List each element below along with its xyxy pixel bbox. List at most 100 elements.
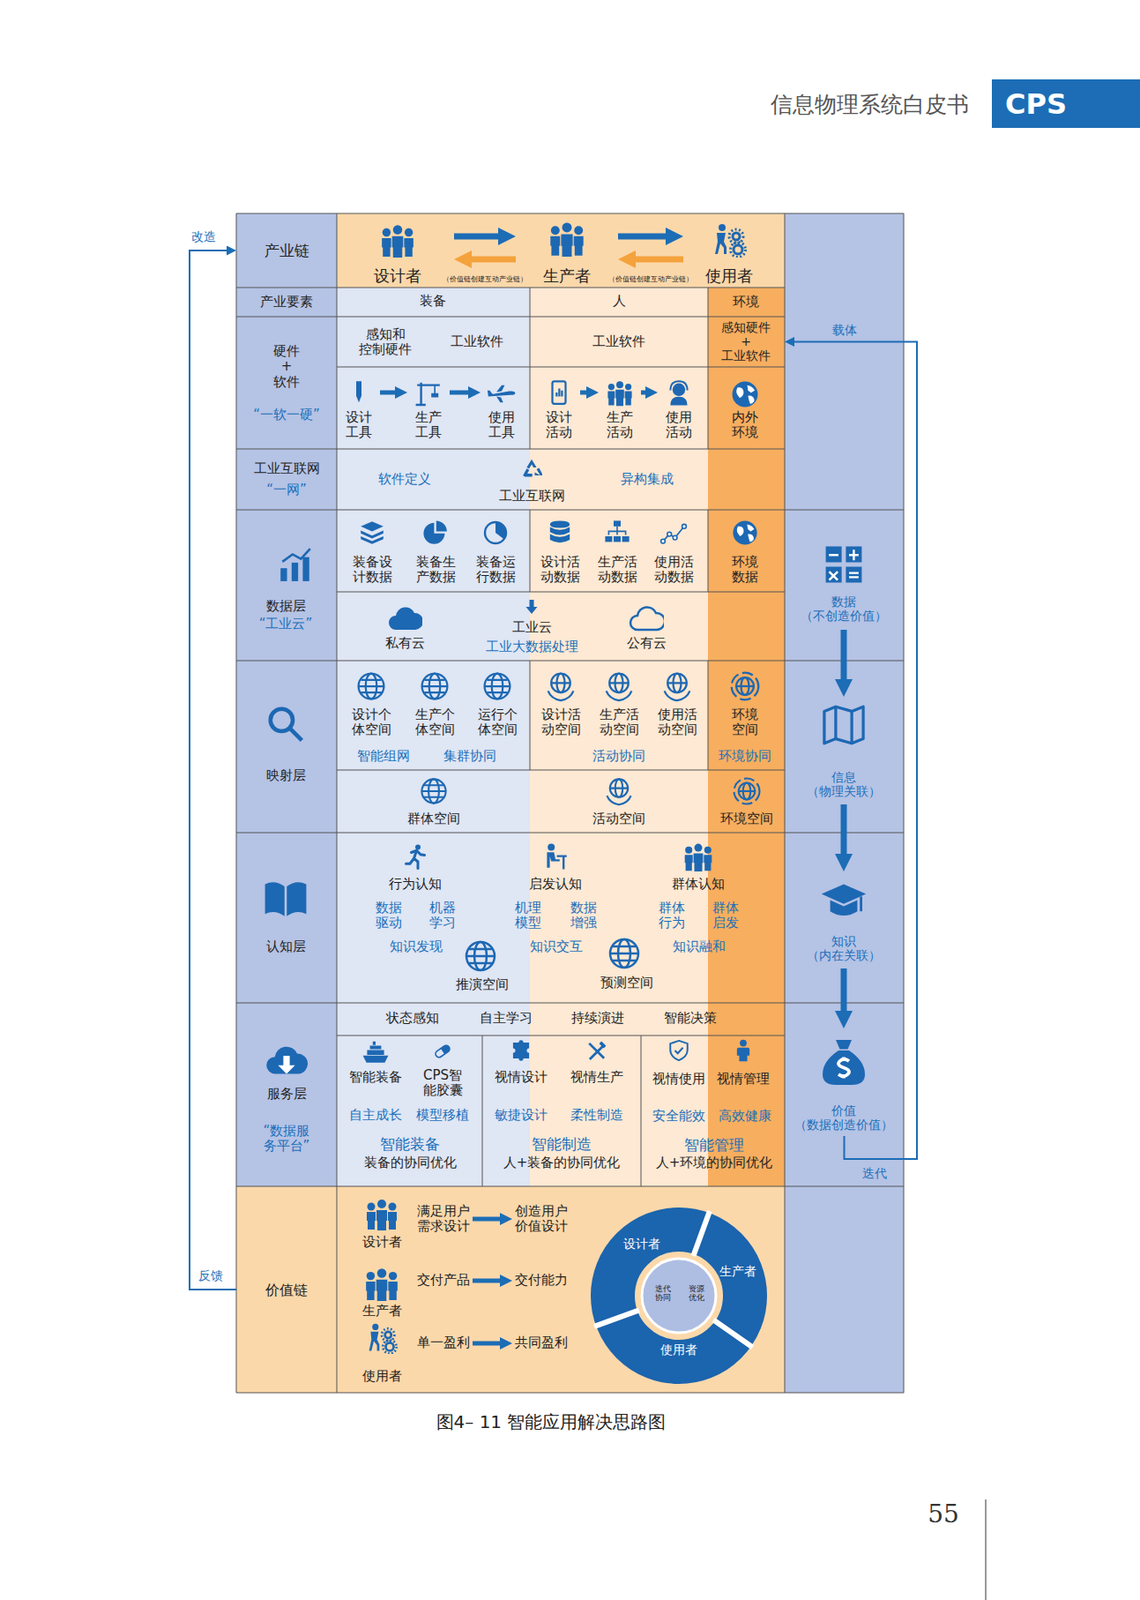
recycle-icon [522, 459, 543, 477]
connector [454, 236, 516, 260]
team-icon [366, 1199, 397, 1230]
label-text: 活动协同 [592, 748, 646, 764]
connector-line [841, 968, 848, 1020]
connector-line [454, 233, 507, 240]
diagram-box: 创造用户 价值设计 [512, 1197, 571, 1240]
diagram-box: 设计 工具 [337, 370, 380, 447]
book-icon [265, 881, 307, 916]
label-text: 环境空间 [720, 811, 774, 827]
box-text: 设计 工具 [345, 409, 373, 441]
box-text: 满足用户 需求设计 [417, 1203, 470, 1235]
box-text: 价值链 [265, 1281, 308, 1298]
diagram-box: 使用 工具 [480, 370, 523, 447]
label-text: 群体 启发 [712, 900, 739, 932]
box-text: 智能管理 [684, 1136, 745, 1155]
diagram-box: 环境 [707, 287, 785, 317]
label-text: 集群协同 [443, 748, 497, 764]
magnifier-icon [270, 708, 303, 741]
label-text: 状态感知 [386, 1010, 440, 1026]
box-text: 信息 （物理关联） [806, 769, 881, 798]
diagram-box: 数据 （不创造价值） [787, 534, 902, 630]
box-text: 认知层 [266, 938, 306, 954]
label-text: 环境协同 [718, 748, 772, 764]
label-text: 异构集成 [620, 471, 674, 487]
box-text: 人 [612, 293, 626, 309]
connector-line [472, 1278, 507, 1283]
pen-icon [356, 380, 362, 403]
hand-globe-icon [606, 673, 633, 701]
diagram-box: 产业链 [236, 213, 337, 288]
diagram-box: 使用 活动 [657, 370, 701, 447]
figure-caption: 图4– 11 智能应用解决思路图 [436, 1411, 667, 1432]
environment-band [707, 287, 785, 1186]
label-text: 设计个 体空间 [351, 707, 392, 738]
box-text: 数据 （不创造价值） [800, 594, 887, 623]
earth-icon [732, 381, 759, 408]
box-text: 产业链 [264, 242, 310, 261]
person-icon [737, 1039, 750, 1062]
box-text: 视情使用 [652, 1071, 706, 1087]
hand-globe-icon [606, 778, 631, 805]
diagram-box: 视情设计视情生产敏捷设计柔性制造智能制造人+装备的协同优化 [482, 1035, 641, 1186]
diagram-box: 映射层 [236, 660, 337, 833]
box-text: 价值 （数据创造价值） [794, 1102, 894, 1132]
diagram-box: 服务层“数据服 务平台” [236, 1002, 337, 1186]
chart-icon [280, 548, 311, 582]
box-text: 使用者 [705, 267, 753, 286]
edge-label: 反馈 [198, 1267, 224, 1282]
label-text: 资源 优化 [688, 1283, 705, 1303]
label-text: 运行个 体空间 [477, 707, 518, 738]
box-text: 智能装备 [380, 1135, 440, 1154]
diagram-box: 满足用户 需求设计 [414, 1197, 473, 1240]
connector [472, 1218, 507, 1220]
box-text: 人+装备的协同优化 [503, 1154, 621, 1170]
box-text: 使用 活动 [665, 409, 693, 441]
diagram-box: 共同盈利 [512, 1332, 571, 1354]
connector-line [618, 233, 675, 240]
label-text: 数据 驱动 [375, 900, 403, 932]
box-text: 感知和 控制硬件 [358, 327, 412, 358]
user-icon [369, 1323, 397, 1354]
box-text: CPS [1005, 88, 1067, 121]
label-text: 生产个 体空间 [415, 707, 455, 738]
box-text: 设计 活动 [545, 409, 573, 441]
diagram-box: 认知层 [236, 832, 337, 1003]
label-text: 知识交互 [529, 938, 583, 954]
label-text: 持续演进 [571, 1010, 625, 1026]
label-text: 活动空间 [592, 811, 646, 827]
label-text: 环境 空间 [731, 707, 759, 738]
box-text: 视情管理 [716, 1071, 770, 1087]
box-text: 装备 [419, 293, 447, 309]
label-text: 工业大数据处理 [485, 639, 579, 655]
diagram-box: 产业要素 [236, 287, 337, 317]
edge-label: （价值链创建互动产业链） [608, 275, 693, 284]
box-text: 生产 工具 [415, 409, 442, 441]
connector-line [189, 250, 237, 1290]
edge-label: 迭代 [862, 1165, 887, 1180]
diagram-box: 生产 工具 [407, 370, 450, 447]
page-rule [985, 1498, 987, 1600]
cloud-icon [630, 606, 665, 630]
diagram-box: 人 [529, 287, 708, 317]
box-text: 高效健康 [718, 1108, 772, 1124]
label-text: 信息物理系统白皮书 [770, 92, 969, 119]
label-text: 装备设 计数据 [352, 554, 393, 586]
label-text: 行为认知 [388, 876, 442, 892]
label-text: 软件定义 [378, 471, 432, 487]
icons [265, 222, 867, 1353]
down-arrow-icon [526, 599, 538, 614]
label-text: 机理 模型 [514, 900, 542, 932]
box-text: 自主成长 [349, 1107, 403, 1123]
diagram-box: 内外 环境 [723, 370, 767, 447]
money-icon [822, 1039, 865, 1085]
box-text: 生产 活动 [606, 409, 634, 441]
label-text: 环境 数据 [731, 554, 759, 586]
diagram-box: 感知和 控制硬件工业软件 [336, 316, 530, 367]
box-text: CPS智 能胶囊 [423, 1067, 463, 1099]
label-text: 载体 [832, 322, 857, 337]
diagram-box: 硬件 + 软件“一软一硬” [236, 316, 337, 449]
box-text: 产业要素 [260, 294, 313, 310]
edge-label: （价值链创建互动产业链） [442, 275, 528, 284]
